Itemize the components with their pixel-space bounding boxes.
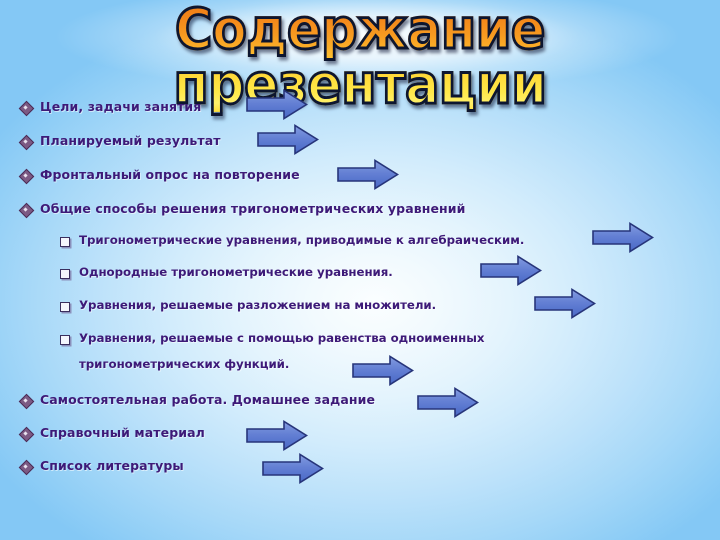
list-item-label: Цели, задачи занятия bbox=[40, 99, 202, 114]
arrow-2 bbox=[257, 124, 319, 155]
square-bullet-icon bbox=[60, 335, 70, 345]
list-item-label-line1: Уравнения, решаемые с помощью равенства … bbox=[79, 331, 485, 345]
list-item[interactable]: Уравнения, решаемые с помощью равенства … bbox=[60, 331, 485, 371]
list-item[interactable]: Фронтальный опрос на повторение bbox=[20, 167, 300, 182]
arrow-1 bbox=[246, 89, 308, 120]
arrow-5 bbox=[480, 255, 542, 286]
arrow-8 bbox=[417, 387, 479, 418]
square-bullet-icon bbox=[60, 237, 70, 247]
slide-title: Содержание презентации bbox=[0, 1, 720, 114]
arrow-10 bbox=[262, 453, 324, 484]
diamond-bullet-icon bbox=[20, 204, 31, 215]
list-item-label: Справочный материал bbox=[40, 425, 205, 440]
arrow-7 bbox=[352, 355, 414, 386]
diamond-bullet-icon bbox=[20, 102, 31, 113]
square-bullet-icon bbox=[60, 302, 70, 312]
arrow-9 bbox=[246, 420, 308, 451]
list-item[interactable]: Справочный материал bbox=[20, 425, 205, 440]
list-item[interactable]: Общие способы решения тригонометрических… bbox=[20, 201, 466, 216]
diamond-bullet-icon bbox=[20, 428, 31, 439]
diamond-bullet-icon bbox=[20, 395, 31, 406]
diamond-bullet-icon bbox=[20, 170, 31, 181]
list-item-label: Список литературы bbox=[40, 458, 184, 473]
list-item[interactable]: Уравнения, решаемые разложением на множи… bbox=[60, 298, 436, 312]
diamond-bullet-icon bbox=[20, 136, 31, 147]
list-item-label-line2: тригонометрических функций. bbox=[79, 357, 290, 371]
list-item-label-multiline: Уравнения, решаемые с помощью равенства … bbox=[79, 331, 485, 371]
list-item[interactable]: Список литературы bbox=[20, 458, 184, 473]
list-item[interactable]: Цели, задачи занятия bbox=[20, 99, 201, 114]
list-item[interactable]: Однородные тригонометрические уравнения. bbox=[60, 265, 393, 279]
list-item-label: Тригонометрические уравнения, приводимые… bbox=[79, 233, 525, 247]
arrow-4 bbox=[592, 222, 654, 253]
list-item[interactable]: Тригонометрические уравнения, приводимые… bbox=[60, 233, 524, 247]
list-item[interactable]: Планируемый результат bbox=[20, 133, 221, 148]
list-item-label: Общие способы решения тригонометрических… bbox=[40, 201, 466, 216]
arrow-3 bbox=[337, 159, 399, 190]
slide-title-text: Содержание презентации bbox=[0, 1, 720, 114]
list-item[interactable]: Самостоятельная работа. Домашнее задание bbox=[20, 392, 375, 407]
list-item-label: Самостоятельная работа. Домашнее задание bbox=[40, 392, 376, 407]
list-item-label: Фронтальный опрос на повторение bbox=[40, 167, 300, 182]
diamond-bullet-icon bbox=[20, 461, 31, 472]
arrow-6 bbox=[534, 288, 596, 319]
list-item-label: Планируемый результат bbox=[40, 133, 221, 148]
square-bullet-icon bbox=[60, 269, 70, 279]
list-item-label: Уравнения, решаемые разложением на множи… bbox=[79, 298, 437, 312]
list-item-label: Однородные тригонометрические уравнения. bbox=[79, 265, 393, 279]
